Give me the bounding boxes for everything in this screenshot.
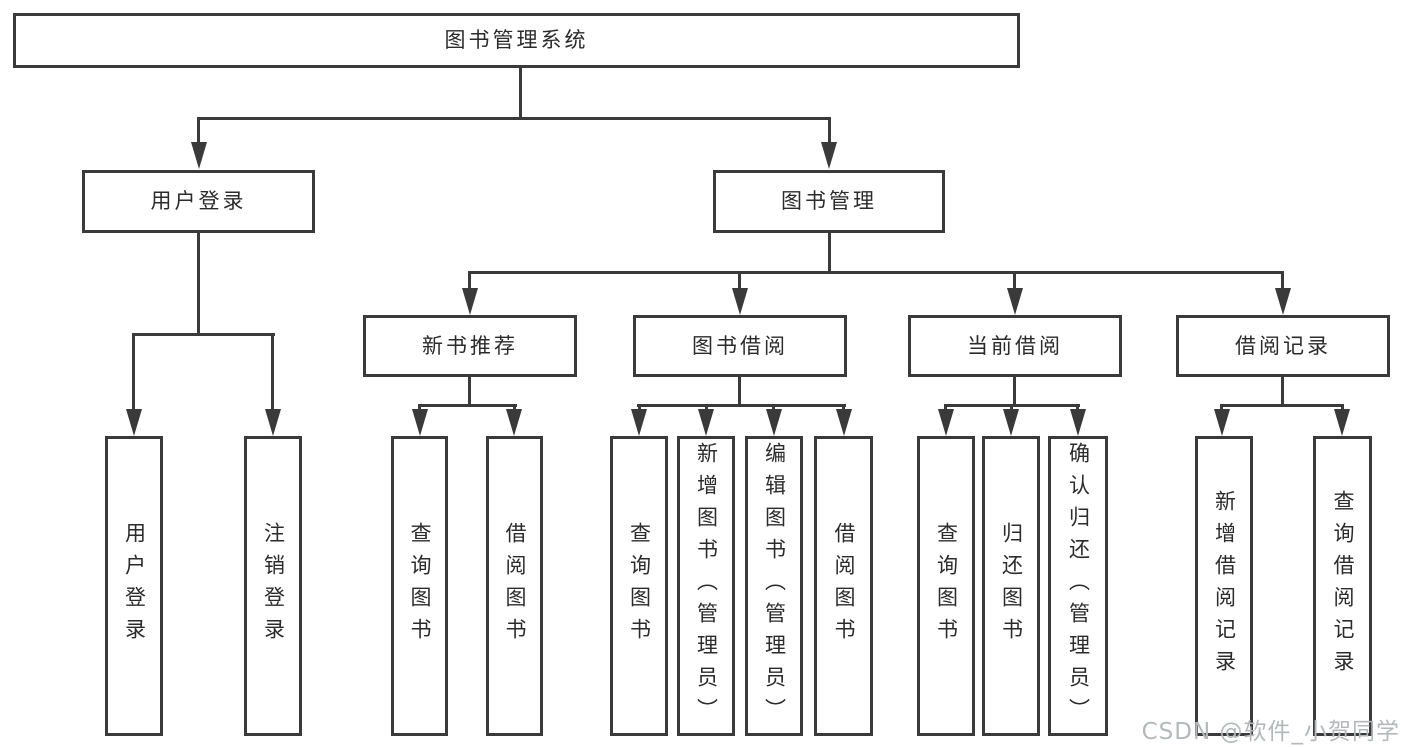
node-user-login-label: 用户登录 [150,189,247,213]
arrowhead-down-icon [766,409,782,436]
node-book-management: 图书管理 [713,170,945,233]
connector-line [1220,404,1344,407]
leaf-newrec-query-books: 查询图书 [391,436,448,736]
node-book-borrowing-label: 图书借阅 [692,333,788,358]
arrowhead-down-icon [1275,288,1291,315]
node-new-book-recommend: 新书推荐 [363,315,577,377]
connector-line [418,404,517,407]
arrowhead-down-icon [1214,409,1230,436]
connector-line [197,233,200,335]
arrowhead-down-icon [506,409,522,436]
connector-line [1013,377,1016,405]
connector-line [468,271,471,290]
arrowhead-down-icon [191,142,207,169]
arrowhead-down-icon [412,409,428,436]
leaf-newrec-query-books-label: 查询图书 [408,522,432,650]
leaf-borrowing-add-books: 新增图书（管理员） [677,436,735,736]
node-borrowing-records-label: 借阅记录 [1235,333,1331,358]
connector-line [418,404,421,412]
arrowhead-down-icon [126,409,142,436]
arrowhead-down-icon [1007,288,1023,315]
leaf-logout-label: 注销登录 [261,522,286,650]
connector-line [1220,404,1223,412]
connector-line [738,377,741,405]
leaf-borrowing-add-books-label: 新增图书（管理员） [694,442,719,730]
connector-line [1281,271,1284,290]
connector-line [1341,404,1344,412]
node-borrowing-records: 借阅记录 [1176,315,1390,377]
leaf-borrowing-borrow-books-label: 借阅图书 [832,522,856,650]
leaf-current-return-books: 归还图书 [982,436,1040,736]
leaf-logout: 注销登录 [244,436,302,736]
arrowhead-down-icon [836,409,852,436]
leaf-current-query-books: 查询图书 [917,436,975,736]
connector-line [828,117,831,143]
connector-line [637,404,846,407]
connector-line [944,404,947,412]
node-book-borrowing: 图书借阅 [633,315,847,377]
arrowhead-down-icon [1334,409,1350,436]
connector-line [842,404,845,412]
connector-line [197,117,200,143]
node-current-borrowing-label: 当前借阅 [967,333,1063,358]
leaf-user-login-label: 用户登录 [122,522,147,650]
leaf-borrowing-borrow-books: 借阅图书 [814,436,873,736]
leaf-records-query-record-label: 查询借阅记录 [1331,490,1355,682]
leaf-user-login: 用户登录 [105,436,163,736]
leaf-records-add-record-label: 新增借阅记录 [1212,490,1237,682]
connector-line [772,404,775,412]
leaf-borrowing-edit-books: 编辑图书（管理员） [745,436,803,736]
arrowhead-down-icon [698,409,714,436]
arrowhead-down-icon [938,409,954,436]
arrowhead-down-icon [631,409,647,436]
connector-line [132,333,135,411]
connector-line [271,333,274,411]
csdn-watermark: CSDN @软件_小贺同学 [1141,719,1400,745]
connector-line [468,271,1284,274]
leaf-newrec-borrow-books-label: 借阅图书 [503,522,527,650]
node-library-system: 图书管理系统 [13,13,1020,68]
arrowhead-down-icon [1003,409,1019,436]
arrowhead-down-icon [265,409,281,436]
leaf-borrowing-edit-books-label: 编辑图书（管理员） [762,442,787,730]
node-new-book-recommend-label: 新书推荐 [422,333,518,358]
node-library-system-label: 图书管理系统 [444,28,589,52]
arrowhead-down-icon [462,288,478,315]
connector-line [705,404,708,412]
leaf-current-confirm-return-label: 确认归还（管理员） [1066,442,1091,730]
connector-line [519,66,522,120]
leaf-records-query-record: 查询借阅记录 [1313,436,1372,736]
connector-line [132,333,275,336]
leaf-records-add-record: 新增借阅记录 [1195,436,1253,736]
leaf-current-return-books-label: 归还图书 [999,522,1024,650]
connector-line [1076,404,1079,412]
arrowhead-down-icon [821,142,837,169]
connector-line [1010,404,1013,412]
connector-line [738,271,741,290]
node-book-management-label: 图书管理 [781,189,877,213]
leaf-current-confirm-return: 确认归还（管理员） [1048,436,1108,736]
connector-line [638,404,641,412]
connector-line [1013,271,1016,290]
connector-line [828,233,831,273]
leaf-newrec-borrow-books: 借阅图书 [486,436,543,736]
connector-line [1281,377,1284,405]
arrowhead-down-icon [1070,409,1086,436]
leaf-borrowing-query-books: 查询图书 [610,436,668,736]
node-current-borrowing: 当前借阅 [908,315,1122,377]
leaf-current-query-books-label: 查询图书 [934,522,959,650]
leaf-borrowing-query-books-label: 查询图书 [627,522,652,650]
connector-line [468,377,471,405]
node-user-login: 用户登录 [82,170,315,233]
connector-line [513,404,516,412]
arrowhead-down-icon [732,288,748,315]
connector-line [197,117,831,120]
